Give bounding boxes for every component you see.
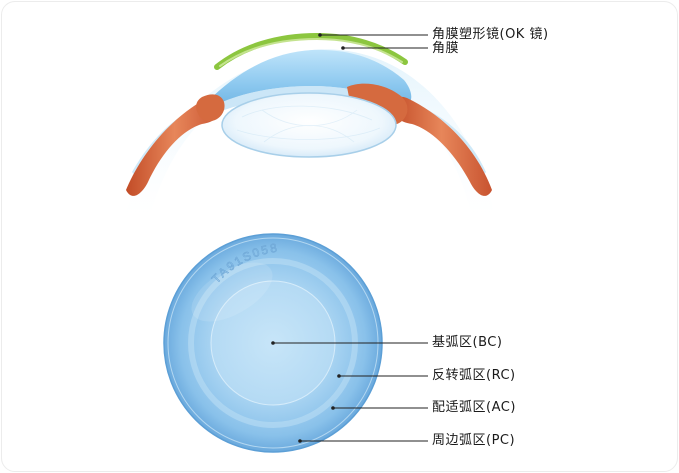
peripheral-curve-label: 周边弧区(PC) [432, 433, 516, 448]
leader-cornea [341, 46, 428, 50]
leader-ok-lens [318, 33, 428, 37]
leader-reverse-curve [337, 374, 428, 378]
alignment-curve-label: 配适弧区(AC) [432, 400, 516, 415]
reverse-curve-label: 反转弧区(RC) [432, 368, 516, 383]
ok-lens-arc [214, 32, 408, 70]
ok-lens-label: 角膜塑形镜(OK 镜) [432, 27, 549, 42]
iris-left [126, 96, 224, 196]
iris-right [390, 96, 492, 196]
leader-peripheral-curve [298, 439, 428, 443]
cornea-shape [203, 49, 412, 109]
leader-base-curve [271, 341, 428, 345]
base-curve-label: 基弧区(BC) [432, 335, 503, 350]
crystalline-lens [221, 92, 397, 158]
leader-alignment-curve [331, 406, 428, 410]
cornea-label: 角膜 [432, 41, 460, 56]
